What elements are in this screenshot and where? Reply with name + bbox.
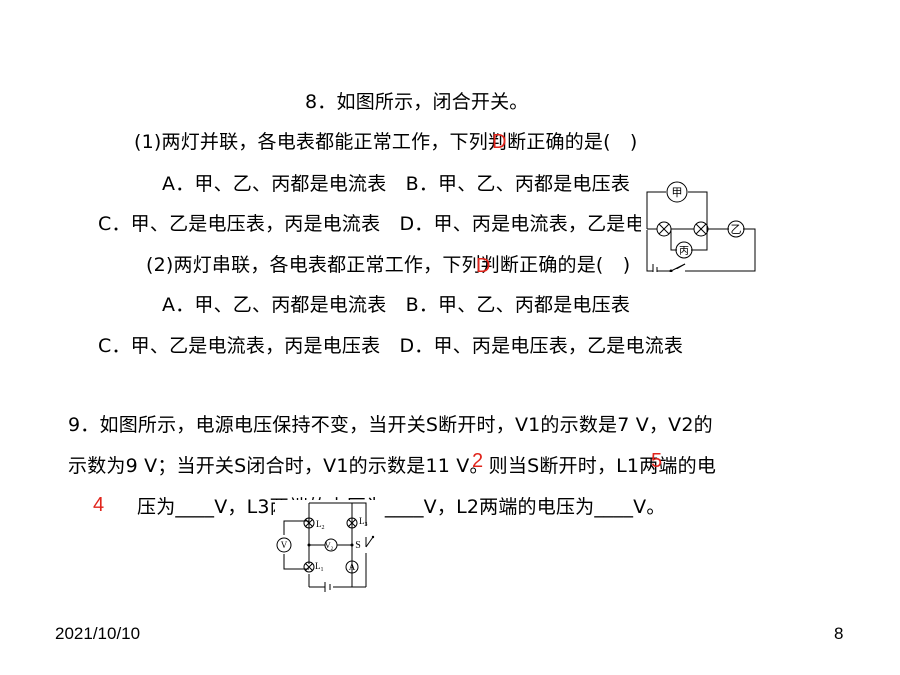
voltmeter-v2-label: V2	[325, 541, 334, 552]
q8-title: 8．如图所示，闭合开关。	[305, 91, 529, 113]
q8-part1-options-ab: A．甲、乙、丙都是电流表 B．甲、乙、丙都是电压表	[162, 173, 631, 195]
q9-circuit-diagram: L2 L3 L1 V V2 A S	[275, 500, 383, 594]
meter-yi-label: 乙	[731, 223, 742, 236]
q9-answer-l1: 2	[472, 450, 484, 472]
footer-date: 2021/10/10	[55, 624, 141, 643]
l1-label: L1	[315, 561, 324, 573]
q8-part2-options-cd: C．甲、乙是电流表，丙是电压表 D．甲、丙是电压表，乙是电流表	[98, 335, 684, 357]
l3-label: L3	[359, 516, 368, 528]
q8-part2: (2)两灯串联，各电表都正常工作，下列判断正确的是( )	[146, 254, 631, 276]
q9-line1: 9．如图所示，电源电压保持不变，当开关S断开时，V1的示数是7 V，V2的	[68, 414, 713, 436]
q8-answer-1: D	[492, 131, 507, 153]
q8-circuit-diagram: 甲 乙 丙	[641, 180, 763, 272]
q9-answer-l2: 4	[93, 494, 105, 516]
q9-line2: 示数为9 V；当开关S闭合时，V1的示数是11 V。则当S断开时，L1两端的电	[68, 455, 717, 477]
meter-bing-label: 丙	[679, 246, 689, 257]
q9-line3: 压为____V，L3两端的电压为____V，L2两端的电压为____V。	[137, 496, 666, 518]
footer-page-number: 8	[834, 624, 844, 643]
voltmeter-v-label: V	[281, 540, 288, 550]
l2-label: L2	[316, 519, 325, 531]
switch-s-label: S	[355, 540, 361, 551]
ammeter-a-label: A	[349, 562, 356, 572]
q8-part1: (1)两灯并联，各电表都能正常工作，下列判断正确的是( )	[134, 131, 638, 153]
q8-part2-options-ab: A．甲、乙、丙都是电流表 B．甲、乙、丙都是电压表	[162, 294, 631, 316]
q9-answer-l3: 5	[651, 450, 663, 472]
q8-part1-options-cd: C．甲、乙是电压表，丙是电流表 D．甲、丙是电流表，乙是电压表	[98, 213, 684, 235]
q8-answer-2: D	[476, 255, 491, 277]
meter-jia-label: 甲	[672, 187, 683, 199]
